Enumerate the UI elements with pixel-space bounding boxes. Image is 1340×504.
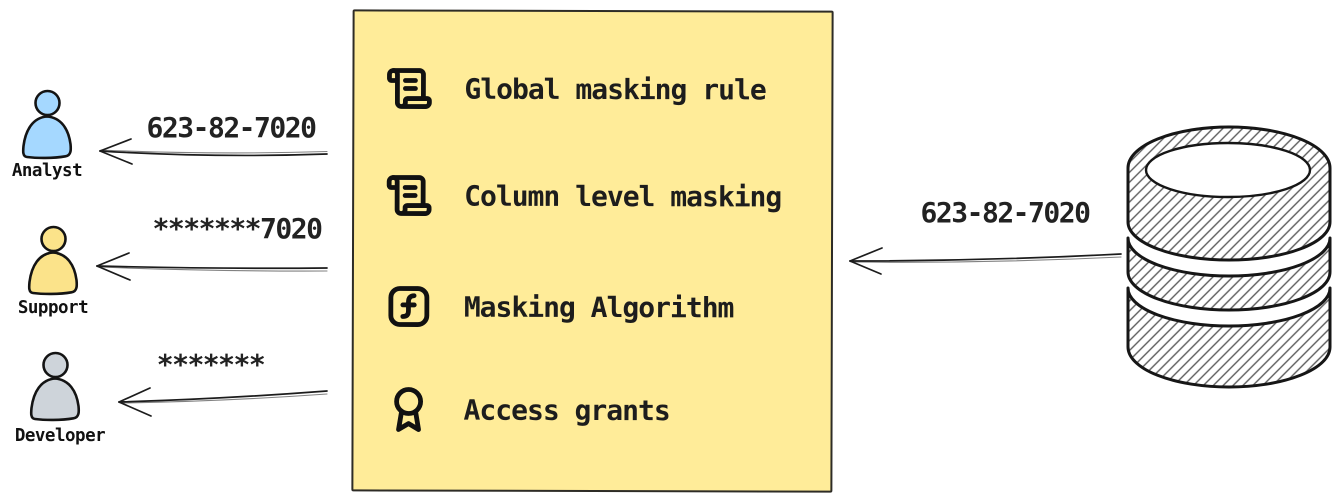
masked-value-support: *******7020 [152, 212, 323, 245]
masking-rule-row: Global masking rule [385, 61, 766, 116]
masked-value-developer: ******* [156, 348, 266, 381]
scroll-text-icon [386, 175, 432, 216]
masking-rule-label: Global masking rule [464, 72, 766, 106]
database-icon [1126, 125, 1332, 389]
masked-value-analyst: 623-82-7020 [146, 111, 317, 144]
support-person-icon [27, 225, 79, 296]
column-masking-label: Column level masking [464, 179, 782, 213]
analyst-person-icon [21, 89, 73, 160]
developer-label: Developer [14, 426, 106, 446]
arrow-to-developer [118, 387, 328, 417]
developer-person-icon [29, 351, 81, 422]
column-masking-row: Column level masking [385, 168, 781, 223]
access-grants-row: Access grants [385, 382, 670, 437]
masking-policy-box: Global masking rule Column level masking… [351, 9, 834, 493]
award-icon [394, 387, 424, 432]
masking-algorithm-row: Masking Algorithm [385, 279, 734, 334]
masking-algorithm-label: Masking Algorithm [463, 290, 734, 324]
arrow-to-analyst [99, 138, 328, 165]
raw-value-from-database: 623-82-7020 [920, 196, 1091, 229]
support-label: Support [17, 298, 89, 318]
arrow-from-database [849, 247, 1122, 275]
access-grants-label: Access grants [463, 393, 670, 427]
scroll-text-icon [387, 68, 432, 109]
analyst-label: Analyst [11, 161, 83, 181]
arrow-to-support [96, 252, 328, 281]
function-square-icon [388, 286, 430, 327]
